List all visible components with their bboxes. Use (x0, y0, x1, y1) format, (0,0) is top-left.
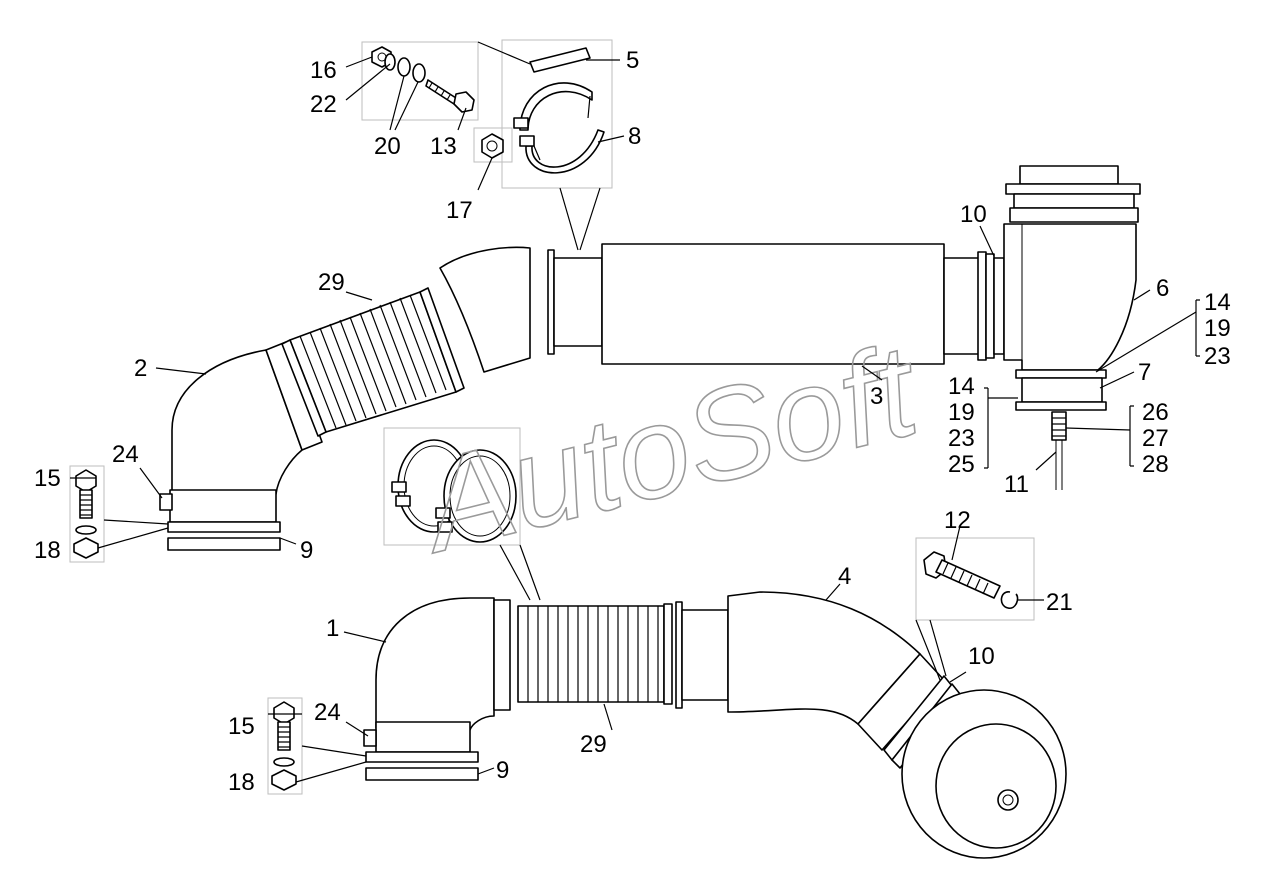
detail-box-bolt-12 (915, 537, 1035, 621)
nut-17 (481, 133, 504, 159)
callout-22: 22 (310, 91, 337, 118)
callout-14-right: 14 (1204, 289, 1231, 316)
elbow-6 (1003, 165, 1141, 490)
clip-24-top (159, 493, 173, 511)
callout-20: 20 (374, 133, 401, 160)
elbow-pipe-1 (363, 597, 511, 781)
mount-plate-5 (529, 47, 591, 73)
clip-24-bottom (363, 729, 377, 747)
callout-14-left: 14 (948, 373, 975, 400)
bolt-12-set (923, 551, 1019, 609)
callout-19-right: 19 (1204, 315, 1231, 342)
turbo-housing (901, 689, 1067, 859)
gasket-9-top (167, 521, 281, 533)
clamp-band-lower (525, 129, 605, 174)
detail-box-bolt-15-top (69, 465, 105, 563)
callout-13: 13 (430, 133, 457, 160)
callout-11: 11 (1004, 471, 1029, 498)
callout-25: 25 (948, 451, 975, 478)
clamps-pair (391, 439, 517, 543)
callout-29-upper: 29 (318, 269, 345, 296)
bolt-15-top-set (73, 469, 99, 559)
callout-27: 27 (1142, 425, 1169, 452)
callout-9-lower: 9 (496, 757, 509, 784)
callout-8: 8 (628, 123, 641, 150)
callout-3: 3 (870, 383, 883, 410)
callout-15-lower: 15 (228, 713, 255, 740)
callout-2: 2 (134, 355, 147, 382)
muffler-3 (601, 243, 1005, 365)
callout-12: 12 (944, 507, 971, 534)
callout-6: 6 (1156, 275, 1169, 302)
clamp-ring-2 (443, 449, 517, 543)
sensor-11 (1051, 411, 1067, 441)
clamp-bracket-5-8 (513, 47, 605, 174)
detail-box-nut-17 (473, 127, 513, 163)
callout-1: 1 (326, 615, 339, 642)
gasket-10-upper (977, 251, 987, 361)
bolt-15-bottom-set (271, 701, 297, 791)
elbow-pipe-2 (159, 341, 323, 551)
callout-19-left: 19 (948, 399, 975, 426)
flex-hose-29-upper (281, 287, 465, 437)
flange-7-top (1015, 369, 1107, 379)
callout-18-upper: 18 (34, 537, 61, 564)
bolt-13-head (453, 91, 475, 113)
callout-4: 4 (838, 563, 851, 590)
callout-29-lower: 29 (580, 731, 607, 758)
washer-20b (412, 63, 426, 83)
callout-10-lower: 10 (968, 643, 995, 670)
flange-1 (375, 721, 471, 753)
detail-box-fasteners (361, 41, 479, 121)
callout-23-right: 23 (1204, 343, 1231, 370)
clamp-band-upper (519, 82, 593, 131)
flange-7 (1021, 377, 1103, 403)
callout-28: 28 (1142, 451, 1169, 478)
leader-lines (70, 41, 1200, 783)
detail-box-bolt-15-bottom (267, 697, 303, 795)
flex-hose-29-lower (517, 601, 729, 709)
callout-17: 17 (446, 197, 473, 224)
callout-7: 7 (1138, 359, 1151, 386)
bolt-13 (425, 79, 457, 105)
callout-21: 21 (1046, 589, 1073, 616)
callout-24-upper: 24 (112, 441, 139, 468)
callout-10-upper: 10 (960, 201, 987, 228)
washer-20a (397, 57, 411, 77)
flange-2 (169, 489, 277, 523)
fastener-set-top (371, 46, 475, 113)
callout-16: 16 (310, 57, 337, 84)
callout-5: 5 (626, 47, 639, 74)
callout-23-left: 23 (948, 425, 975, 452)
callout-26: 26 (1142, 399, 1169, 426)
callout-24-lower: 24 (314, 699, 341, 726)
elbow-upper-right (439, 246, 603, 373)
ring-21 (1000, 591, 1019, 609)
gasket-9-bottom (365, 751, 479, 763)
callout-9-upper: 9 (300, 537, 313, 564)
callout-15-upper: 15 (34, 465, 61, 492)
callout-18-lower: 18 (228, 769, 255, 796)
